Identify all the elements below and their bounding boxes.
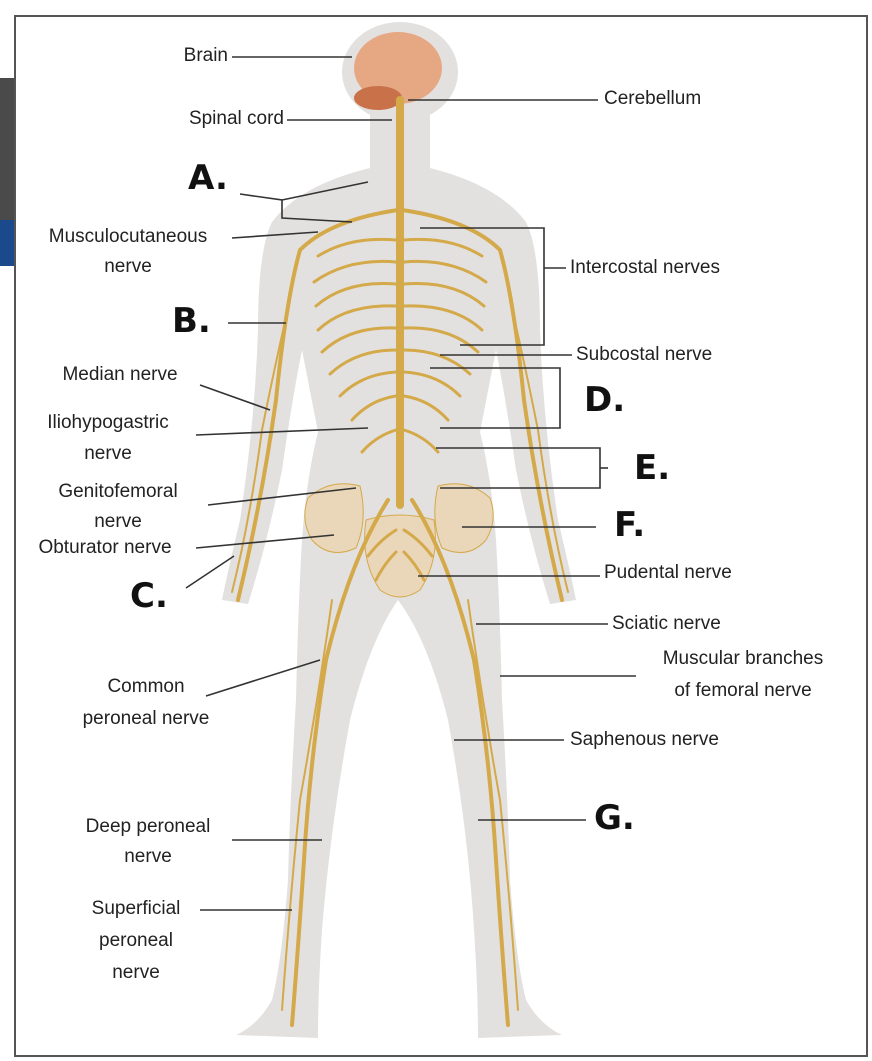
marker-b: B. <box>172 301 211 341</box>
label-intercostal: Intercostal nerves <box>570 257 720 279</box>
label-genitofemoral-2: nerve <box>30 511 206 533</box>
label-genitofemoral-1: Genitofemoral <box>30 481 206 503</box>
label-common-peroneal-1: Common <box>56 676 236 698</box>
label-saphenous: Saphenous nerve <box>570 729 719 751</box>
marker-a: A. <box>188 158 228 198</box>
marker-d: D. <box>584 380 625 420</box>
label-superficial-2: peroneal <box>66 930 206 952</box>
right-hip-bone <box>435 484 493 553</box>
label-subcostal: Subcostal nerve <box>576 344 712 366</box>
label-muscular-2: of femoral nerve <box>636 680 850 702</box>
marker-e: E. <box>634 448 670 488</box>
label-median: Median nerve <box>40 364 200 386</box>
label-pudental: Pudental nerve <box>604 562 732 584</box>
label-deep-peroneal-1: Deep peroneal <box>62 816 234 838</box>
label-brain: Brain <box>160 45 228 67</box>
label-cerebellum: Cerebellum <box>604 88 701 110</box>
label-deep-peroneal-2: nerve <box>62 846 234 868</box>
label-superficial-3: nerve <box>66 962 206 984</box>
label-superficial-1: Superficial <box>66 898 206 920</box>
label-iliohypogastric-2: nerve <box>20 443 196 465</box>
label-common-peroneal-2: peroneal nerve <box>56 708 236 730</box>
label-iliohypogastric-1: Iliohypogastric <box>20 412 196 434</box>
left-hip-bone <box>305 484 363 553</box>
label-spinal-cord: Spinal cord <box>140 108 284 130</box>
label-sciatic: Sciatic nerve <box>612 613 721 635</box>
label-musculocutaneous-2: nerve <box>24 256 232 278</box>
label-muscular-1: Muscular branches <box>636 648 850 670</box>
marker-f: F. <box>614 505 645 545</box>
marker-g: G. <box>594 798 635 838</box>
label-obturator: Obturator nerve <box>12 537 198 559</box>
label-musculocutaneous-1: Musculocutaneous <box>24 226 232 248</box>
marker-c: C. <box>130 576 168 616</box>
cerebellum-shape <box>354 86 402 110</box>
